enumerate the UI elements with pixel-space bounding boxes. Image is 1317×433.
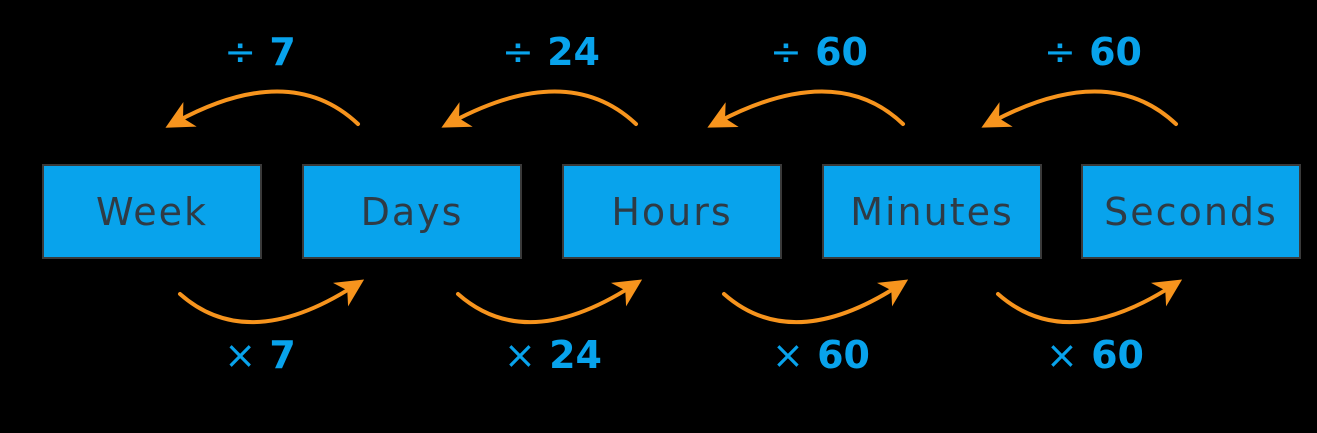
divide-arrow-3 [707,89,905,128]
divide-symbol: ÷ [1044,30,1076,74]
multiply-value: 24 [549,333,602,377]
divide-symbol: ÷ [224,30,257,74]
unit-box-minutes: Minutes [822,164,1042,259]
divide-symbol: ÷ [770,30,802,74]
unit-box-hours: Hours [562,164,782,259]
multiply-value: 60 [1091,333,1144,377]
divide-symbol: ÷ [502,30,534,74]
unit-label: Hours [611,189,733,234]
multiply-value: 7 [269,333,296,377]
divide-label-3: ÷ 60 [739,33,899,71]
multiply-arrow-1 [178,279,365,325]
unit-label: Days [360,189,464,234]
multiply-arrow-4 [996,279,1183,325]
divide-arrow-2 [441,89,638,128]
divide-label-1: ÷ 7 [180,33,340,71]
divide-value: 24 [547,30,600,74]
multiply-label-1: × 7 [180,336,340,374]
unit-box-days: Days [302,164,522,259]
multiply-symbol: × [1046,333,1078,377]
divide-label-2: ÷ 24 [471,33,631,71]
unit-box-week: Week [42,164,262,259]
unit-label: Minutes [850,189,1014,234]
multiply-value: 60 [817,333,870,377]
divide-arrow-4 [981,89,1178,128]
unit-label: Seconds [1104,189,1278,234]
multiply-symbol: × [504,333,536,377]
unit-label: Week [95,189,209,234]
multiply-arrow-2 [456,279,643,325]
multiply-label-2: × 24 [473,336,633,374]
divide-value: 60 [815,30,868,74]
multiply-symbol: × [772,333,804,377]
multiply-arrow-3 [722,279,909,325]
divide-label-4: ÷ 60 [1013,33,1173,71]
unit-box-seconds: Seconds [1081,164,1301,259]
divide-arrow-1 [165,89,360,128]
multiply-symbol: × [224,333,257,377]
divide-value: 7 [269,30,296,74]
divide-value: 60 [1089,30,1142,74]
multiply-label-4: × 60 [1015,336,1175,374]
multiply-label-3: × 60 [741,336,901,374]
